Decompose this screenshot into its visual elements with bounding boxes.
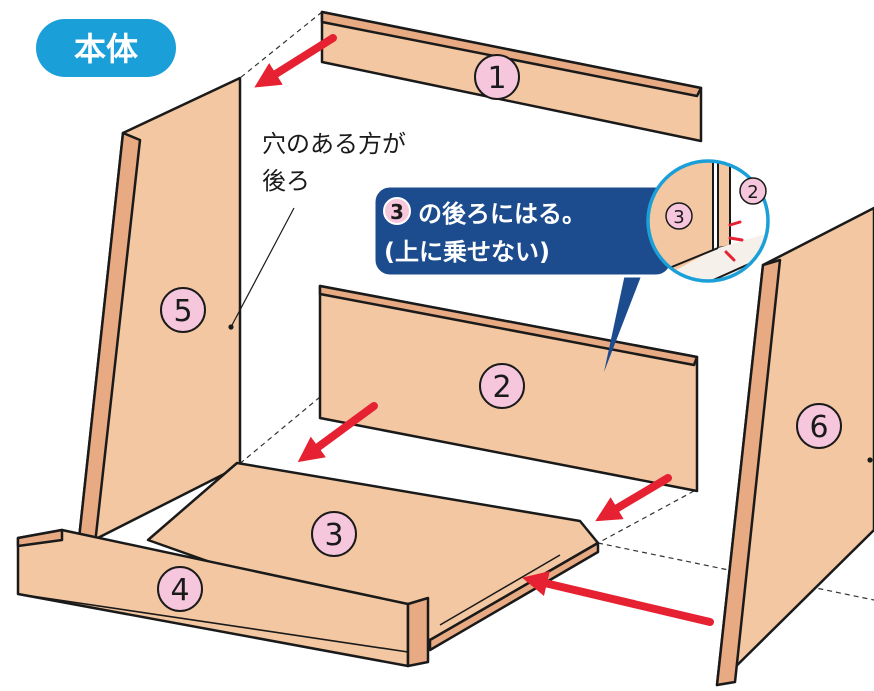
callout-number: 3 <box>390 200 404 224</box>
part-number-circle-1 <box>474 54 520 100</box>
inset-label-2: 2 <box>747 182 758 203</box>
arrow-part-4-to-3 <box>595 474 672 522</box>
part-number-6: 6 <box>809 410 828 445</box>
inset-number-2-circle <box>739 177 767 205</box>
page-title: 本体 <box>74 30 138 68</box>
hole-dot-part-6 <box>867 457 873 463</box>
arrow-part-1 <box>254 34 337 88</box>
callout-bubble <box>372 184 674 372</box>
board-part-6 <box>715 206 874 687</box>
part-number-5: 5 <box>173 294 192 329</box>
callout-line-2: (上に乗せない) <box>384 238 550 266</box>
part-number-2: 2 <box>492 370 511 405</box>
part-number-4: 4 <box>170 573 189 608</box>
part-number-circle-3 <box>311 511 357 557</box>
guide-lines <box>236 11 874 601</box>
note-line-1: 穴のある方が <box>262 130 406 158</box>
note-line-2: 後ろ <box>262 167 310 195</box>
part-number-circle-6 <box>796 403 842 449</box>
part-number-circle-2 <box>479 363 525 409</box>
inset-number-3-circle <box>665 202 693 230</box>
part-number-3: 3 <box>324 518 343 553</box>
arrow-part-6 <box>522 571 714 626</box>
callout-number-circle <box>383 197 411 225</box>
title-badge <box>36 19 176 77</box>
callout-line-1: の後ろにはる。 <box>418 200 586 228</box>
part-number-circle-4 <box>157 566 203 612</box>
inset-detail <box>646 159 770 283</box>
board-part-4 <box>16 528 430 668</box>
part-number-circles <box>157 54 842 612</box>
inset-label-3: 3 <box>673 207 684 228</box>
arrow-part-2 <box>297 402 378 463</box>
part-number-1: 1 <box>487 61 506 96</box>
arrows <box>254 34 714 626</box>
part-number-circle-5 <box>160 287 206 333</box>
board-part-3 <box>146 461 600 652</box>
note-leader-line <box>230 207 295 328</box>
board-part-5 <box>76 76 242 550</box>
